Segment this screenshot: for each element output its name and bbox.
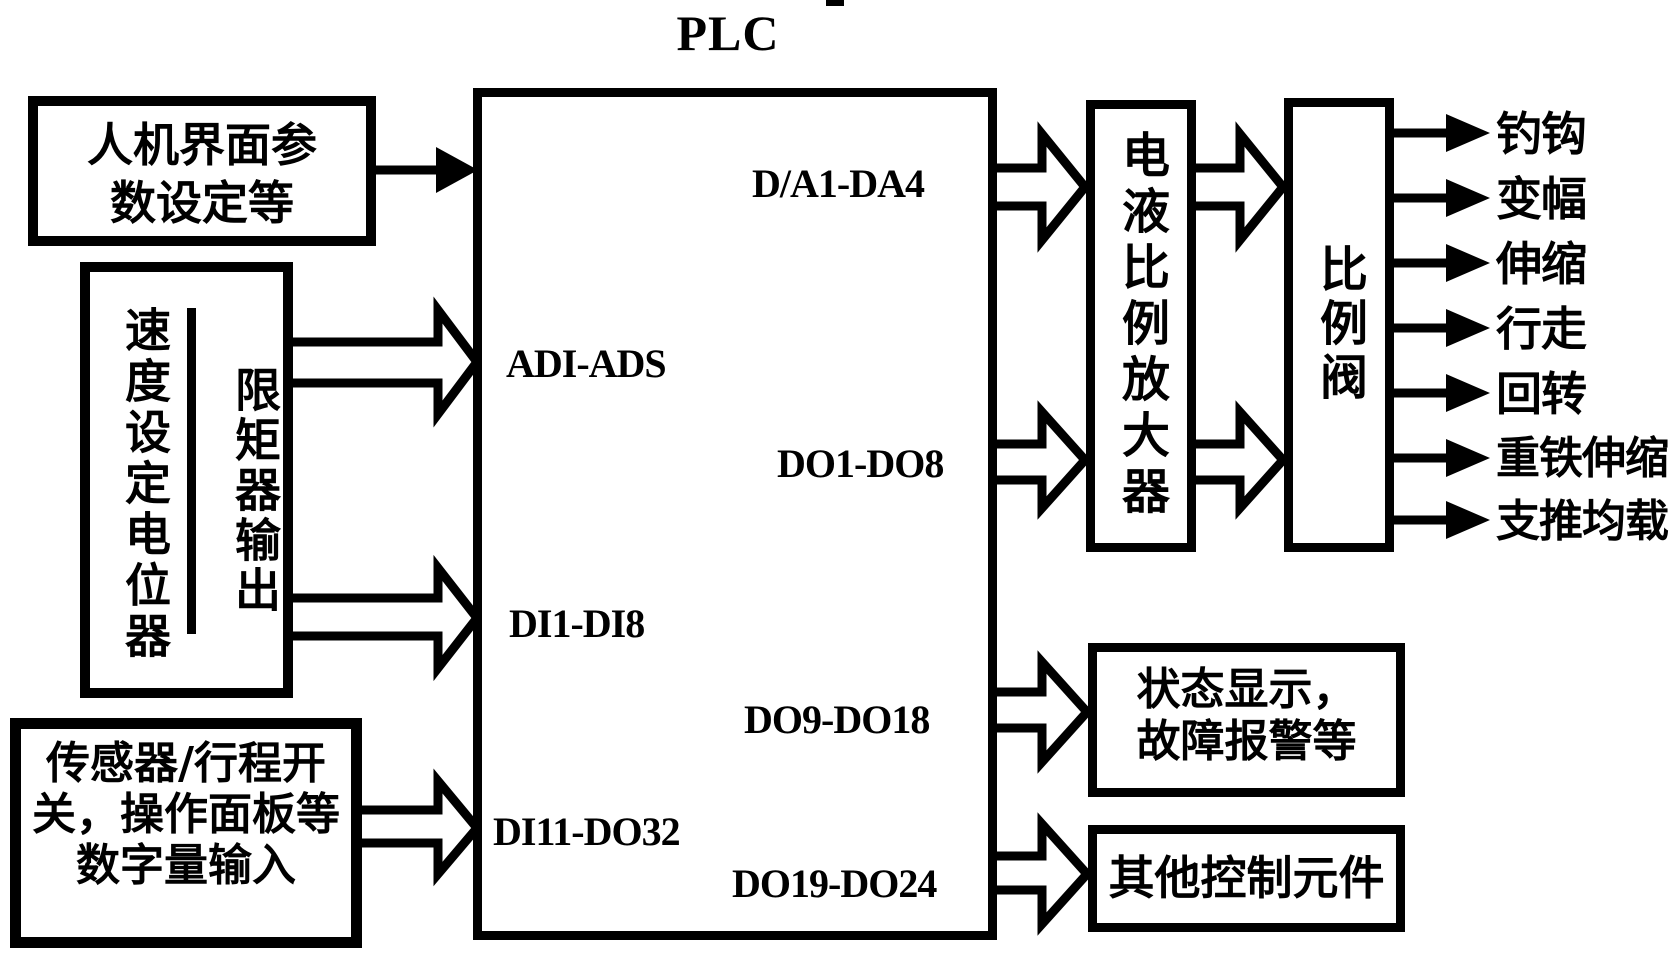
hmi-to-plc-arrowhead-icon [436,147,478,193]
status-line-2: 故障报警等 [1136,716,1357,767]
proportional-valve-box: 比例阀 [1284,98,1394,552]
hmi-line-2: 数设定等 [110,176,294,230]
sensor-line-2: 关，操作面板等 [32,789,340,840]
scan-artifact [826,0,844,6]
output-arrowhead-icon [1446,114,1490,152]
plc-to-amplifier-lower-arrow-icon [997,400,1092,520]
valve-output-arrows [1394,114,1490,539]
hmi-line-1: 人机界面参 [87,118,317,172]
amplifier-to-valve-upper-arrow-icon [1196,121,1289,253]
output-arrowhead-icon [1446,179,1490,217]
plc-title: PLC [676,5,780,61]
valve-label: 比例阀 [1311,244,1367,406]
output-label-outrigger-load: 支推均载 [1496,496,1669,547]
sensor-digital-input-box: 传感器/行程开 关，操作面板等 数字量输入 [10,718,362,948]
speed-to-plc-lower-arrow-icon [293,554,483,682]
output-label-hook: 钓钩 [1496,107,1587,161]
output-arrowhead-icon [1446,309,1490,347]
amplifier-to-valve-lower-arrow-icon [1196,400,1290,520]
plc-to-status-arrow-icon [997,650,1094,774]
speed-setting-box: 速度设定电位器 限矩器输出 [80,262,293,698]
status-line-1: 状态显示， [1136,664,1357,715]
port-digital-in-1: DI1-DI8 [509,601,645,646]
sensor-line-1: 传感器/行程开 [45,738,327,789]
output-label-travel: 行走 [1496,302,1587,356]
column-divider [187,308,196,634]
plc-to-amplifier-upper-arrow-icon [997,121,1091,253]
port-digital-out-1: DO1-DO8 [777,441,944,486]
hmi-parameter-box: 人机界面参 数设定等 [28,96,376,246]
amplifier-label: 电液比例放大器 [1113,130,1169,522]
output-label-telescoping: 伸缩 [1496,237,1587,291]
output-label-luffing: 变幅 [1496,172,1587,226]
sensor-to-plc-arrow-icon [362,768,483,887]
status-display-box: 状态显示， 故障报警等 [1088,643,1405,797]
plc-box: ADI-ADS D/A1-DA4 DI1-DI8 DO1-DO8 DI11-DO… [473,88,997,940]
other-control-elements-box: 其他控制元件 [1088,825,1405,932]
port-digital-out-2: DO9-DO18 [744,697,930,742]
torque-limiter-output-label: 限矩器输出 [228,366,282,616]
output-label-slewing: 回转 [1496,367,1587,421]
output-arrowhead-icon [1446,374,1490,412]
output-arrowhead-icon [1446,244,1490,282]
speed-to-plc-upper-arrow-icon [293,296,483,428]
port-analog-out: D/A1-DA4 [752,161,925,206]
output-arrowhead-icon [1446,501,1490,539]
proportional-amplifier-box: 电液比例放大器 [1086,100,1196,552]
speed-potentiometer-label: 速度设定电位器 [118,306,172,663]
port-digital-in-2: DI11-DO32 [493,809,681,854]
port-analog-in: ADI-ADS [506,341,667,386]
other-label: 其他控制元件 [1108,851,1385,905]
output-label-counterweight: 重铁伸缩 [1496,433,1669,484]
output-arrowhead-icon [1446,439,1490,477]
plc-to-other-arrow-icon [997,812,1094,936]
port-digital-out-3: DO19-DO24 [732,861,937,906]
sensor-line-3: 数字量输入 [76,840,296,891]
